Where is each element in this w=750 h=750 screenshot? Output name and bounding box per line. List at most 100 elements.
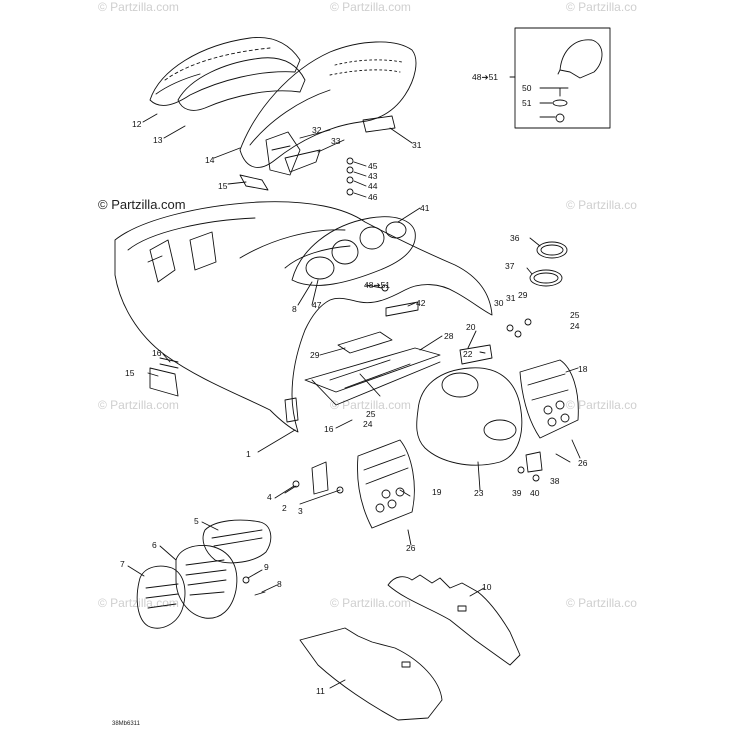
- callout-8-lower: 8: [277, 579, 282, 589]
- ring-36: [529, 269, 563, 287]
- grille-19: [519, 359, 579, 439]
- watermark: © Partzilla.com: [330, 398, 411, 412]
- louvre-7: [136, 565, 186, 629]
- callout-33: 32: [312, 125, 322, 135]
- callout-48-51: 48➔51: [472, 72, 498, 82]
- callout-16: 15: [125, 368, 135, 378]
- callout-38: 39: [512, 488, 522, 498]
- ring-35: [536, 241, 568, 259]
- tray-27: [304, 347, 441, 406]
- hood-body: [114, 201, 493, 433]
- callout-23: 23: [474, 488, 484, 498]
- callout-6: 6: [152, 540, 157, 550]
- hardware-37-39: [517, 451, 543, 482]
- callout-35: 36: [510, 233, 520, 243]
- callout-12: 12: [132, 119, 142, 129]
- callout-24-right: 24: [570, 321, 580, 331]
- callout-25-left: 25: [366, 409, 376, 419]
- windshield-middle: [177, 57, 306, 111]
- callout-28: 29: [310, 350, 320, 360]
- callout-2: 2: [282, 503, 287, 513]
- callout-39: 40: [530, 488, 540, 498]
- inset-box: [514, 27, 611, 129]
- callout-50: 51: [522, 98, 532, 108]
- watermark: © Partzilla.co: [566, 596, 637, 610]
- callout-49: 50: [522, 83, 532, 93]
- callout-42: 43: [368, 171, 378, 181]
- callout-29: 29: [518, 290, 528, 300]
- windshield-outer: [149, 37, 301, 106]
- callout-1: 1: [246, 449, 251, 459]
- louvre-5: [202, 519, 272, 564]
- strip-41: [385, 301, 419, 317]
- callout-19: 18: [578, 364, 588, 374]
- callout-27: 28: [444, 331, 454, 341]
- callout-25-right: 25: [570, 310, 580, 320]
- callout-3: 3: [298, 506, 303, 516]
- bracket-33: [265, 131, 301, 176]
- callout-14: 14: [205, 155, 215, 165]
- callout-31: 31: [506, 293, 516, 303]
- bracket-16: [149, 367, 179, 397]
- callout-30: 30: [494, 298, 504, 308]
- callout-43: 44: [368, 181, 378, 191]
- diagram-code: 38Mb6311: [112, 721, 140, 727]
- watermark: © Partzilla.co: [566, 198, 637, 212]
- screw-8: [254, 591, 266, 596]
- watermark: © Partzilla.co: [566, 398, 637, 412]
- watermark: © Partzilla.com: [98, 0, 179, 14]
- clip-32: [362, 115, 396, 133]
- callout-45: 46: [368, 192, 378, 202]
- watermark: © Partzilla.com: [98, 398, 179, 412]
- leader-lines: [127, 76, 581, 689]
- grille-20: [357, 439, 415, 529]
- callout-47: 48➔51: [364, 280, 390, 290]
- callout-5: 5: [194, 516, 199, 526]
- callout-40: 41: [420, 203, 430, 213]
- callout-36: 37: [505, 261, 515, 271]
- callout-15: 15: [218, 181, 228, 191]
- callout-34: 33: [331, 136, 341, 146]
- callout-32: 31: [412, 140, 422, 150]
- callout-20: 19: [432, 487, 442, 497]
- callout-37: 38: [550, 476, 560, 486]
- nut-9: [242, 576, 250, 584]
- bracket-2: [292, 461, 344, 495]
- panel-10: [387, 574, 521, 666]
- callout-9: 9: [264, 562, 269, 572]
- callout-18: 16: [324, 424, 334, 434]
- callout-26-right: 26: [578, 458, 588, 468]
- instrument-console: [291, 216, 416, 286]
- callout-13: 13: [153, 135, 163, 145]
- shield-34: [284, 149, 321, 173]
- watermark: © Partzilla.co: [566, 0, 637, 14]
- callout-22: 22: [463, 349, 473, 359]
- watermark-main: © Partzilla.com: [98, 197, 186, 212]
- callout-11: 11: [316, 686, 325, 696]
- pad-28: [337, 331, 393, 354]
- callout-17: 16: [152, 348, 162, 358]
- callout-46: 47: [312, 300, 322, 310]
- side-panel-23: [416, 367, 523, 466]
- panel-11: [299, 627, 443, 721]
- hardware-29-31: [506, 318, 532, 338]
- watermark: © Partzilla.com: [330, 596, 411, 610]
- callout-8-upper: 8: [292, 304, 297, 314]
- callout-26-left: 26: [406, 543, 416, 553]
- callout-10: 10: [482, 582, 492, 592]
- bracket-21: [459, 344, 493, 365]
- callout-4: 4: [267, 492, 272, 502]
- callout-7: 7: [120, 559, 125, 569]
- watermark: © Partzilla.com: [330, 0, 411, 14]
- callout-24-left: 24: [363, 419, 373, 429]
- callout-41: 42: [416, 298, 426, 308]
- windshield-large: [239, 41, 417, 168]
- screws-17: [159, 357, 179, 369]
- callout-21: 20: [466, 322, 476, 332]
- louvre-6: [175, 545, 238, 619]
- callout-44: 45: [368, 161, 378, 171]
- callout-labels: 12 13 14 15 32 33 31 45 43 44 46 41 48➔5…: [120, 72, 588, 696]
- hardware-stack: [346, 157, 354, 196]
